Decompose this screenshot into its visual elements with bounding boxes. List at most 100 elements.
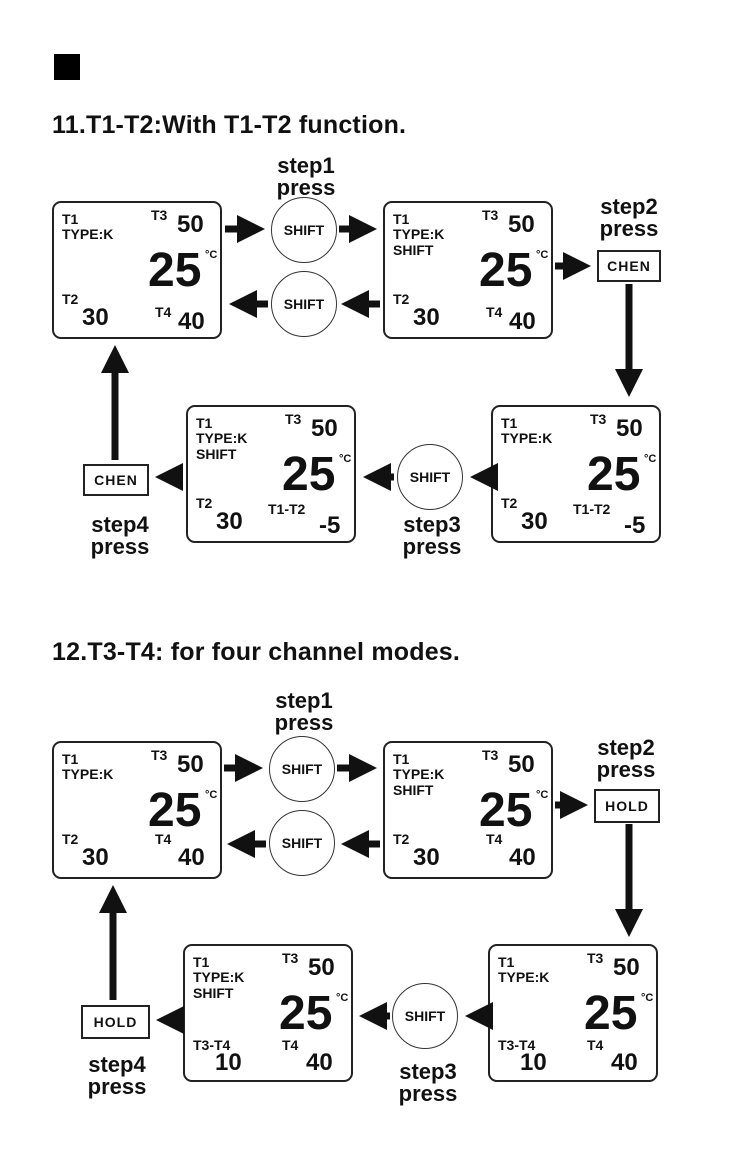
channel-label-t3: T3 [482,747,499,763]
value-t4: 40 [178,844,205,871]
main-reading: 25 [587,448,641,501]
channel-label-t4: T4 [282,1037,299,1053]
channel-label-t1-t2: T1-T2 [573,501,611,517]
thermocouple-type: TYPE:K [196,430,248,446]
channel-label-t1: T1 [62,751,79,767]
step4-label: step4 press [77,1054,157,1098]
step-number: step1 [275,688,333,713]
thermocouple-type: TYPE:K [62,226,114,242]
channel-label-t2: T2 [62,291,79,307]
shift-button-step3[interactable]: SHIFT [397,444,463,510]
channel-label-t4: T4 [486,304,503,320]
unit-celsius: °C [205,249,218,261]
thermocouple-type: TYPE:K [193,969,245,985]
unit-celsius: °C [339,453,352,465]
step4-label: step4 press [80,514,160,558]
main-reading: 25 [479,784,533,837]
hold-key-step2[interactable]: HOLD [594,789,660,823]
channel-label-t1: T1 [501,415,518,431]
lcd-display-s1-2: T1 TYPE:K SHIFT T3 50 25 °C T2 30 T4 40 [383,201,553,339]
value-t2: 30 [521,508,548,535]
step-number: step3 [399,1059,457,1084]
value-t3: 50 [311,415,338,442]
step2-label: step2 press [589,196,669,240]
value-t4: 40 [178,308,205,335]
value-t3: 50 [508,751,535,778]
step-number: step3 [403,512,461,537]
step-action: press [87,1074,147,1099]
channel-label-t3: T3 [482,207,499,223]
channel-label-t1: T1 [393,211,410,227]
lcd-display-s1-1: T1 TYPE:K T3 50 25 °C T2 30 T4 40 [52,201,222,339]
channel-label-t2: T2 [501,495,518,511]
value-t4: 40 [611,1049,638,1076]
shift-button-back[interactable]: SHIFT [269,810,335,876]
thermocouple-type: TYPE:K [62,766,114,782]
step-action: press [90,534,150,559]
main-reading: 25 [584,987,638,1040]
value-t1-t2: -5 [319,512,341,539]
channel-label-t1: T1 [62,211,79,227]
channel-label-t4: T4 [155,304,172,320]
value-t3: 50 [177,751,204,778]
step1-label: step1 press [266,155,346,199]
lcd-display-s2-1: T1 TYPE:K T3 50 25 °C T2 30 T4 40 [52,741,222,879]
value-t3: 50 [177,211,204,238]
step-action: press [398,1081,458,1106]
channel-label-t2: T2 [196,495,213,511]
lcd-display-s2-3: T1 TYPE:K T3 50 25 °C T3-T4 10 T4 40 [488,944,658,1082]
chen-key-step4[interactable]: CHEN [83,464,149,496]
channel-label-t1: T1 [193,954,210,970]
main-reading: 25 [279,987,333,1040]
channel-label-t4: T4 [587,1037,604,1053]
channel-label-t4: T4 [486,831,503,847]
channel-label-t3: T3 [151,207,168,223]
step-action: press [596,757,656,782]
chen-key-step2[interactable]: CHEN [597,250,661,282]
channel-label-t3-t4: T3-T4 [498,1037,536,1053]
lcd-display-s2-4: T1 TYPE:K SHIFT T3 50 25 °C T3-T4 10 T4 … [183,944,353,1082]
thermocouple-type: TYPE:K [501,430,553,446]
value-t2: 30 [413,304,440,331]
shift-indicator: SHIFT [393,242,434,258]
shift-button-forward[interactable]: SHIFT [271,197,337,263]
channel-label-t3: T3 [590,411,607,427]
value-t3: 50 [616,415,643,442]
step3-label: step3 press [392,514,472,558]
unit-celsius: °C [536,249,549,261]
channel-label-t1: T1 [498,954,515,970]
channel-label-t1: T1 [393,751,410,767]
section-marker-square [54,54,80,80]
hold-key-step4[interactable]: HOLD [81,1005,150,1039]
shift-indicator: SHIFT [193,985,234,1001]
value-t2: 30 [216,508,243,535]
unit-celsius: °C [644,453,657,465]
main-reading: 25 [282,448,336,501]
step-number: step2 [600,194,658,219]
thermocouple-type: TYPE:K [393,226,445,242]
value-t4: 40 [509,844,536,871]
step-number: step2 [597,735,655,760]
unit-celsius: °C [536,789,549,801]
channel-label-t1: T1 [196,415,213,431]
shift-button-forward[interactable]: SHIFT [269,736,335,802]
main-reading: 25 [479,244,533,297]
value-t3: 50 [508,211,535,238]
unit-celsius: °C [205,789,218,801]
shift-button-step3[interactable]: SHIFT [392,983,458,1049]
value-t3: 50 [613,954,640,981]
unit-celsius: °C [336,992,349,1004]
step2-label: step2 press [586,737,666,781]
step3-label: step3 press [388,1061,468,1105]
value-t3-t4: 10 [215,1049,242,1076]
channel-label-t1-t2: T1-T2 [268,501,306,517]
channel-label-t2: T2 [393,291,410,307]
step-number: step1 [277,153,335,178]
step-number: step4 [91,512,149,537]
shift-button-back[interactable]: SHIFT [271,271,337,337]
value-t3: 50 [308,954,335,981]
channel-label-t3: T3 [151,747,168,763]
channel-label-t3: T3 [282,950,299,966]
thermocouple-type: TYPE:K [393,766,445,782]
